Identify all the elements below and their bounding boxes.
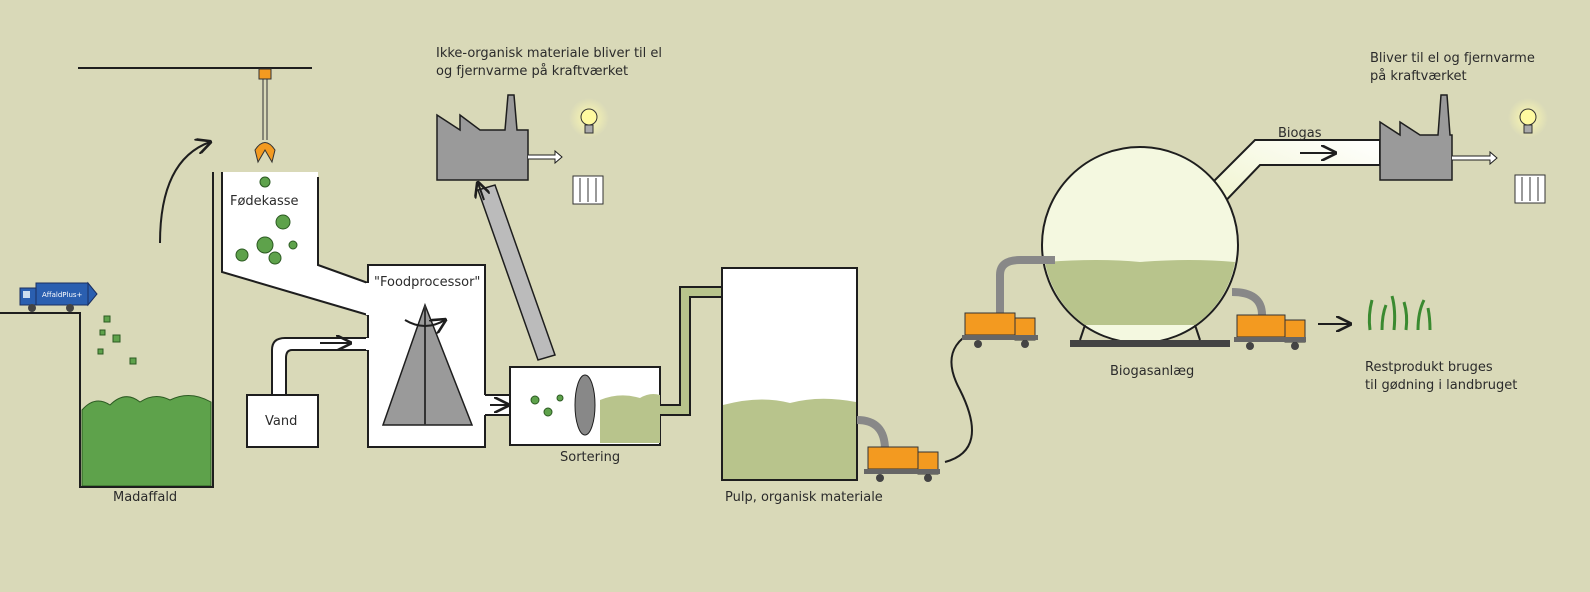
- label-fodekasse: Fødekasse: [230, 194, 299, 209]
- power-plant-icon: [436, 94, 563, 181]
- grass-icon: [1367, 295, 1432, 331]
- feed-waste-icon: [235, 176, 298, 265]
- label-foodprocessor: "Foodprocessor": [374, 275, 480, 290]
- radiator-icon: [1514, 174, 1546, 204]
- curved-arrow-to-crane: [159, 142, 210, 244]
- label-sortering: Sortering: [560, 450, 620, 465]
- label-restprodukt-1: Restprodukt bruges: [1365, 360, 1493, 375]
- label-vand: Vand: [265, 414, 297, 429]
- tanker-truck-icon: [1234, 314, 1306, 350]
- label-restprodukt-2: til gødning i landbruget: [1365, 378, 1517, 393]
- pulp-pipe: [660, 288, 730, 414]
- tanker-truck-icon: [962, 312, 1038, 348]
- label-bliver-2: på kraftværket: [1370, 69, 1467, 84]
- grinder-cone-icon: [381, 302, 474, 426]
- food-waste-pile: [81, 395, 212, 487]
- label-ikke-organisk-1: Ikke-organisk materiale bliver til el: [436, 46, 662, 61]
- power-plant-icon: [1379, 94, 1498, 181]
- label-biogasanlaeg: Biogasanlæg: [1110, 364, 1194, 379]
- light-bulb-icon: [1508, 98, 1548, 138]
- sorting-drum-icon: [574, 374, 596, 436]
- screw-conveyor-icon: [478, 183, 556, 361]
- label-ikke-organisk-2: og fjernvarme på kraftværket: [436, 64, 628, 79]
- truck-logo: AffaldPlus+: [42, 291, 83, 299]
- water-box: [246, 394, 319, 448]
- blue-garbage-truck-icon: AffaldPlus+: [19, 281, 98, 312]
- label-biogas: Biogas: [1278, 126, 1322, 141]
- biogas-digester: [1041, 146, 1239, 347]
- tanker-truck-icon: [864, 446, 940, 482]
- water-pipe: [271, 337, 369, 395]
- light-bulb-icon: [569, 98, 609, 138]
- sorting-waste-icon: [530, 394, 564, 417]
- radiator-icon: [572, 175, 604, 205]
- waste-pit-outline: [0, 172, 214, 488]
- crane-claw-icon: [254, 68, 276, 164]
- label-madaffald: Madaffald: [113, 490, 177, 505]
- label-bliver-1: Bliver til el og fjernvarme: [1370, 51, 1535, 66]
- label-pulp: Pulp, organisk materiale: [725, 490, 883, 505]
- falling-waste-icon: [97, 315, 137, 365]
